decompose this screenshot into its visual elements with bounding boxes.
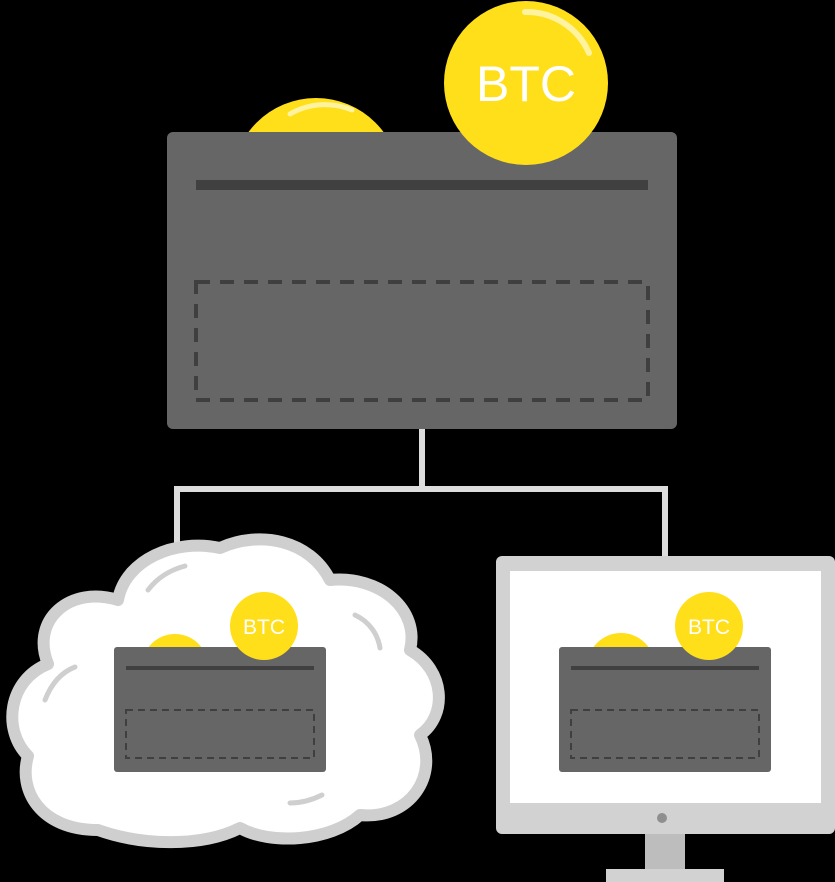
wallet-slot: [126, 666, 314, 670]
connector-branch: [174, 486, 668, 560]
wallet-dashed-pocket: [125, 709, 315, 759]
wallet-slot: [196, 180, 648, 190]
connector-lines: [174, 428, 668, 560]
coin-front: BTC: [675, 592, 743, 660]
coin-front: BTC: [230, 592, 298, 660]
wallet-icon: [114, 647, 326, 772]
coin-front: BTC: [444, 1, 608, 165]
wallet-dashed-pocket: [194, 280, 650, 402]
cloud-wallet: BTC BTC: [6, 533, 445, 849]
wallet-icon: [559, 647, 771, 772]
coin-label: BTC: [243, 616, 285, 639]
coin-label: BTC: [476, 56, 576, 112]
cloud-highlights: [42, 563, 383, 806]
coin-label: BTC: [688, 616, 730, 639]
main-wallet: BTC BTC: [167, 1, 677, 429]
monitor-neck: [645, 834, 685, 872]
monitor-stand: [606, 869, 724, 882]
wallet-dashed-pocket: [570, 709, 760, 759]
wallet-slot: [571, 666, 759, 670]
desktop-wallet: BTC BTC: [496, 556, 835, 882]
monitor-power-dot: [657, 813, 667, 823]
